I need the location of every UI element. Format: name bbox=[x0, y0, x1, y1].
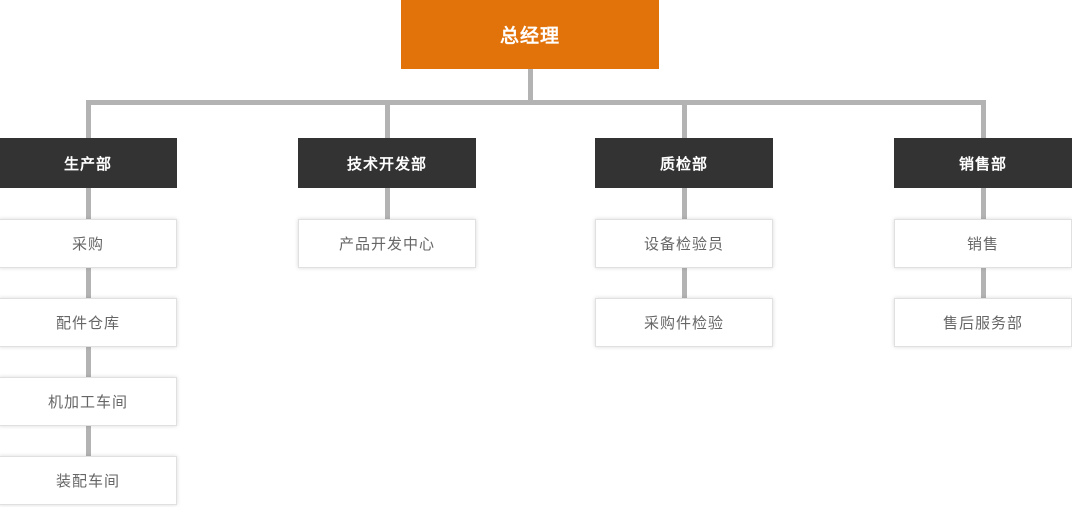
horizontal-bus-connector bbox=[86, 100, 986, 105]
dept-node: 销售部 bbox=[894, 138, 1072, 188]
parent-child-connector bbox=[86, 188, 91, 219]
dept-node: 生产部 bbox=[0, 138, 177, 188]
bus-to-dept-connector bbox=[385, 100, 390, 138]
child-node: 售后服务部 bbox=[894, 298, 1072, 347]
child-node: 销售 bbox=[894, 219, 1072, 268]
child-node: 机加工车间 bbox=[0, 377, 177, 426]
child-node: 装配车间 bbox=[0, 456, 177, 505]
parent-child-connector bbox=[86, 426, 91, 456]
parent-child-connector bbox=[86, 268, 91, 298]
child-node: 配件仓库 bbox=[0, 298, 177, 347]
child-node: 产品开发中心 bbox=[298, 219, 476, 268]
bus-to-dept-connector bbox=[981, 100, 986, 138]
bus-to-dept-connector bbox=[682, 100, 687, 138]
child-node: 设备检验员 bbox=[595, 219, 773, 268]
parent-child-connector bbox=[981, 188, 986, 219]
parent-child-connector bbox=[682, 188, 687, 219]
bus-to-dept-connector bbox=[86, 100, 91, 138]
org-node-root: 总经理 bbox=[401, 0, 659, 69]
parent-child-connector bbox=[385, 188, 390, 219]
child-node: 采购件检验 bbox=[595, 298, 773, 347]
child-node: 采购 bbox=[0, 219, 177, 268]
dept-node: 质检部 bbox=[595, 138, 773, 188]
parent-child-connector bbox=[981, 268, 986, 298]
parent-child-connector bbox=[86, 347, 91, 377]
root-connector-stub bbox=[528, 69, 533, 105]
parent-child-connector bbox=[682, 268, 687, 298]
dept-node: 技术开发部 bbox=[298, 138, 476, 188]
